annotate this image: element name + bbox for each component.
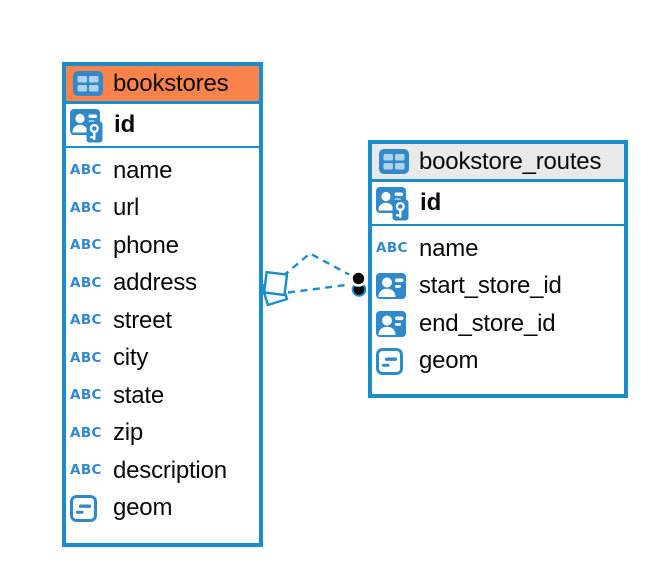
abc-icon: ABC (70, 274, 102, 291)
table-icon (72, 70, 105, 97)
relationship-endpoint-dot (350, 270, 367, 287)
table-row[interactable]: geom (372, 343, 624, 381)
person-key-icon (376, 186, 413, 221)
column-name: id (420, 189, 442, 216)
geometry-icon (376, 347, 413, 375)
table-header[interactable]: bookstore_routes (372, 144, 624, 182)
relationship-cardinality-marker (260, 278, 289, 307)
table-bookstore-routes[interactable]: bookstore_routes id ABC name start_store_i… (368, 140, 628, 398)
column-name: phone (113, 231, 179, 259)
table-row[interactable]: ABC name (372, 230, 624, 268)
column-name: start_store_id (419, 272, 562, 300)
abc-icon: ABC (70, 199, 102, 216)
table-row[interactable]: ABC state (66, 377, 259, 415)
table-row[interactable]: ABC city (66, 340, 259, 378)
column-name: name (113, 156, 173, 184)
abc-icon: ABC (70, 237, 102, 253)
abc-icon: ABC (70, 387, 102, 403)
table-row[interactable]: ABC phone (66, 227, 259, 265)
column-name: url (113, 194, 140, 222)
abc-icon: ABC (70, 349, 102, 366)
abc-icon: ABC (70, 424, 102, 441)
person-icon (376, 273, 413, 300)
column-name: city (113, 344, 149, 372)
table-title: bookstores (113, 69, 229, 97)
column-name: end_store_id (419, 309, 556, 337)
table-header[interactable]: bookstores (66, 66, 259, 104)
abc-icon: ABC (70, 462, 102, 478)
table-row[interactable]: geom (66, 490, 259, 528)
column-name: zip (113, 419, 144, 447)
column-name: geom (113, 494, 173, 522)
table-row[interactable]: start_store_id (372, 268, 624, 306)
person-icon (376, 310, 413, 337)
table-row[interactable]: id (372, 182, 624, 226)
column-name: address (113, 269, 197, 297)
relationship-endpoint-dot (351, 282, 367, 297)
column-name: street (113, 306, 172, 334)
column-name: state (113, 381, 165, 409)
table-row[interactable]: end_store_id (372, 305, 624, 343)
column-name: id (114, 111, 136, 138)
table-row[interactable]: id (66, 104, 259, 148)
relationship-line[interactable] (287, 283, 351, 294)
geometry-icon (70, 494, 107, 522)
column-name: description (113, 456, 227, 484)
abc-icon: ABC (70, 312, 102, 328)
abc-icon: ABC (376, 240, 408, 256)
table-row[interactable]: ABC description (66, 452, 259, 490)
table-row[interactable]: ABC street (66, 302, 259, 340)
abc-icon: ABC (70, 162, 102, 178)
table-row[interactable]: ABC address (66, 265, 259, 303)
person-key-icon (70, 108, 107, 143)
table-row[interactable]: ABC name (66, 152, 259, 190)
table-title: bookstore_routes (419, 147, 602, 175)
table-icon (378, 148, 411, 175)
column-name: geom (419, 347, 479, 375)
column-name: name (419, 234, 479, 262)
table-row[interactable]: ABC zip (66, 415, 259, 453)
relationship-line[interactable] (282, 252, 350, 277)
table-row[interactable]: ABC url (66, 190, 259, 228)
relationship-cardinality-marker (262, 270, 289, 297)
